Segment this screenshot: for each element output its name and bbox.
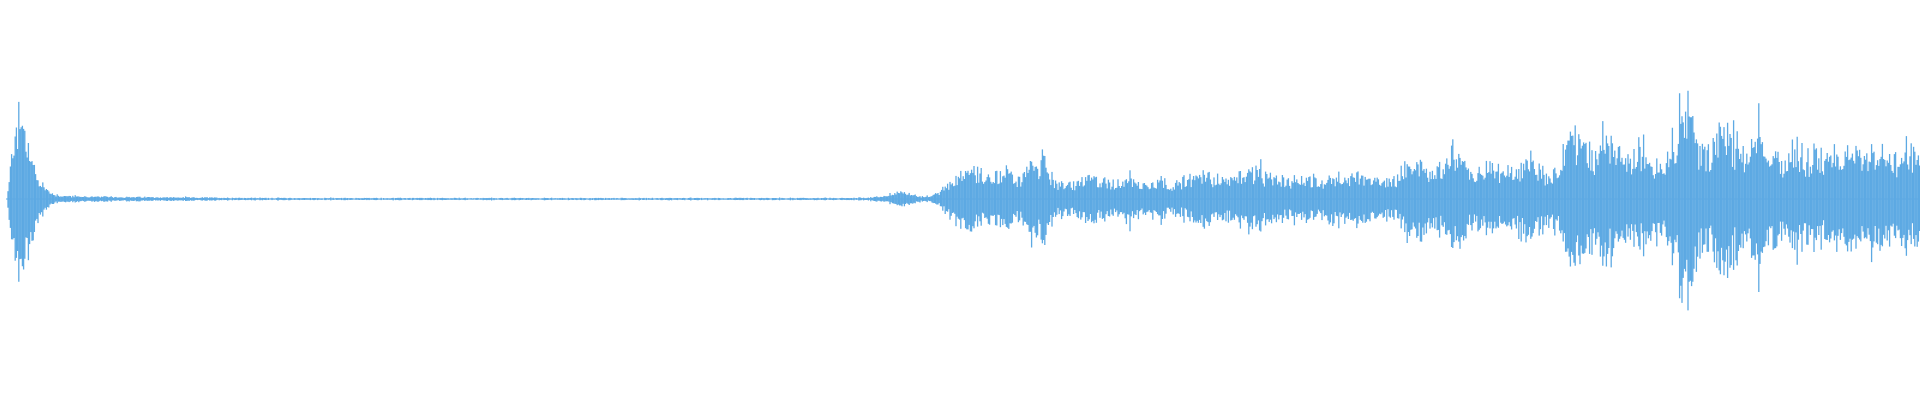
waveform-samples: [7, 90, 1920, 311]
